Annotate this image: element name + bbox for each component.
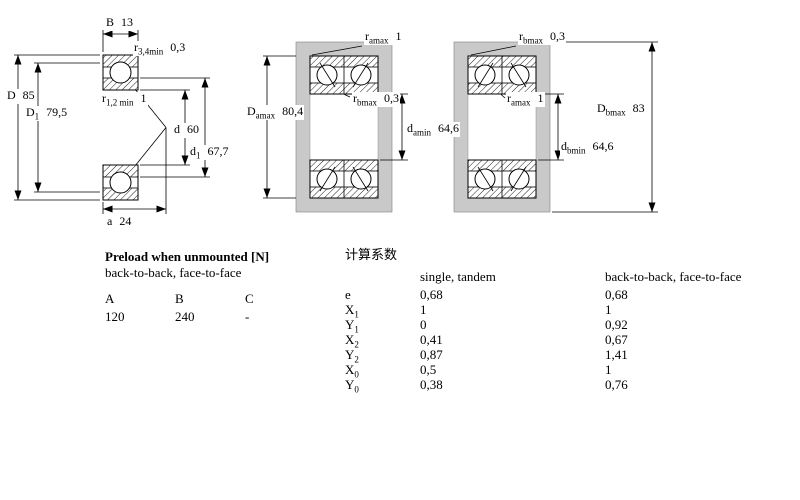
factor-value-single: 0,5 (420, 362, 437, 377)
dim-symbol: r (353, 91, 357, 105)
factor-value-paired: 1,41 (605, 347, 628, 362)
factor-value-paired: 0,92 (605, 317, 628, 332)
factor-symbol: Y1 (345, 317, 359, 335)
factor-value-single: 0,38 (420, 377, 443, 392)
factors-col-paired: back-to-back, face-to-face (605, 269, 742, 284)
preload-value-B: 240 (175, 309, 195, 324)
factor-value-single: 1 (420, 302, 427, 317)
preload-value-A: 120 (105, 309, 125, 324)
dim-symbol: d (174, 122, 180, 136)
preload-title: Preload when unmounted [N] (105, 249, 270, 264)
pair-back-to-back-figure (263, 41, 408, 213)
factor-value-paired: 1 (605, 302, 612, 317)
dim-symbol: d (190, 144, 196, 158)
dim-symbol: r (365, 29, 369, 43)
factor-value-single: 0,41 (420, 332, 443, 347)
dim-symbol: a (107, 214, 113, 228)
factor-symbol: X0 (345, 362, 359, 380)
dim-symbol: B (106, 15, 115, 29)
factors-title: 计算系数 (345, 247, 398, 262)
dim-symbol: D (597, 101, 606, 115)
dim-symbol: D (247, 104, 256, 118)
preload-header-B: B (175, 291, 184, 306)
dim-symbol: d (407, 121, 413, 135)
factor-value-paired: 1 (605, 362, 612, 377)
factor-value-paired: 0,67 (605, 332, 628, 347)
factor-value-paired: 0,76 (605, 377, 628, 392)
factors-col-single-tandem: single, tandem (420, 269, 496, 284)
dim-symbol: r (134, 40, 138, 54)
dim-symbol: d (561, 139, 567, 153)
preload-subtitle: back-to-back, face-to-face (105, 265, 242, 280)
factor-symbol: X1 (345, 302, 359, 320)
dim-symbol: D (7, 88, 16, 102)
pair-face-to-face-figure (453, 41, 658, 213)
preload-header-C: C (245, 291, 254, 306)
factor-symbol: e (345, 287, 351, 302)
factor-value-single: 0,68 (420, 287, 443, 302)
dim-symbol: D (26, 105, 35, 119)
preload-value-C: - (245, 309, 250, 324)
dim-symbol: r (102, 91, 106, 105)
preload-header-A: A (105, 291, 115, 306)
dim-symbol: r (519, 29, 523, 43)
factor-symbol: Y2 (345, 347, 359, 365)
factor-value-single: 0,87 (420, 347, 443, 362)
factor-symbol: X2 (345, 332, 359, 350)
single-bearing-figure (14, 30, 210, 214)
dim-symbol: r (507, 91, 511, 105)
factor-symbol: Y0 (345, 377, 359, 395)
factor-value-single: 0 (420, 317, 427, 332)
factor-value-paired: 0,68 (605, 287, 628, 302)
